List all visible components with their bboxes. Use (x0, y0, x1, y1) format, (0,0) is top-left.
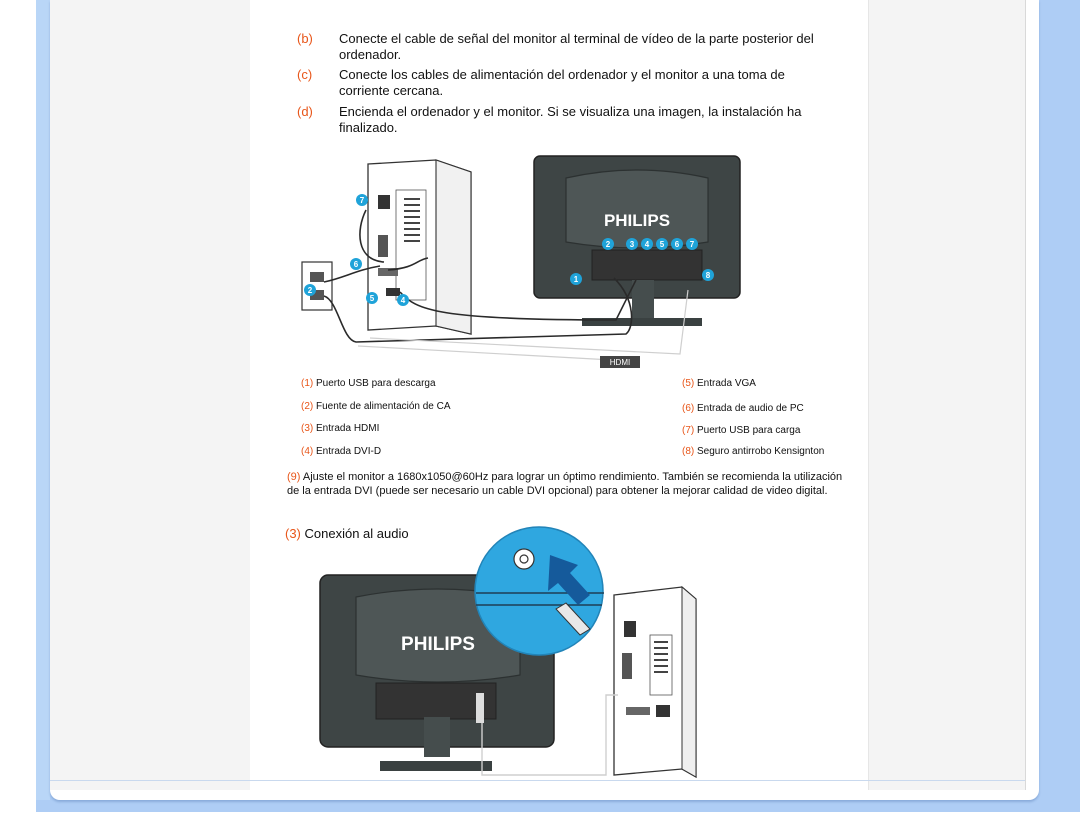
legend-number: (4) (301, 446, 314, 457)
audio-connection-diagram: PHILIPS (319, 526, 697, 779)
legend-number: (6) (682, 403, 695, 414)
legend-text: Fuente de alimentación de CA (316, 401, 451, 412)
port-callouts: 7 6 2 5 4 1 2 3 4 5 6 7 8 (304, 194, 714, 306)
note-text: Ajuste el monitor a 1680x1050@60Hz para … (287, 471, 843, 497)
callout-label: 4 (401, 296, 406, 305)
callout-label: 3 (630, 240, 635, 249)
step-text: Conecte el cable de señal del monitor al… (339, 31, 814, 62)
callout-label: 7 (690, 240, 695, 249)
legend-number: (1) (301, 378, 314, 389)
legend-number: (2) (301, 401, 314, 412)
page-bottom-rule (50, 780, 1025, 781)
legend-item-7: (7) Puerto USB para carga (682, 425, 800, 436)
note-number: (9) (287, 471, 301, 483)
callout-5-monitor (656, 238, 668, 250)
callout-7-pc (356, 194, 368, 206)
callout-4-monitor (641, 238, 653, 250)
callout-label: 7 (360, 196, 365, 205)
step-text: Encienda el ordenador y el monitor. Si s… (339, 104, 802, 135)
callout-2-monitor (602, 238, 614, 250)
legend-text: Entrada de audio de PC (697, 403, 804, 414)
step-letter: (b) (297, 31, 313, 46)
callout-label: 2 (308, 286, 313, 295)
legend-item-4: (4) Entrada DVI-D (301, 446, 381, 457)
legend-item-6: (6) Entrada de audio de PC (682, 403, 804, 414)
callout-6-monitor (671, 238, 683, 250)
callout-label: 2 (606, 240, 611, 249)
legend-item-5: (5) Entrada VGA (682, 378, 756, 389)
callout-6-pc (350, 258, 362, 270)
legend-number: (7) (682, 425, 695, 436)
legend-item-2: (2) Fuente de alimentación de CA (301, 401, 451, 412)
legend-text: Entrada HDMI (316, 423, 380, 434)
callout-5-pc (366, 292, 378, 304)
philips-logo: PHILIPS (401, 634, 475, 655)
legend-number: (3) (301, 423, 314, 434)
section-heading-audio: (3) Conexión al audio (285, 526, 409, 541)
callout-label: 5 (660, 240, 665, 249)
section-title: Conexión al audio (300, 526, 409, 541)
right-column-edge (1025, 0, 1026, 790)
legend-text: Entrada VGA (697, 378, 756, 389)
pc-tower-illustration (613, 585, 697, 779)
callout-4-pc (397, 294, 409, 306)
legend-text: Puerto USB para descarga (316, 378, 436, 389)
step-letter: (d) (297, 104, 313, 119)
pc-tower-illustration (367, 159, 472, 335)
right-margin-column (868, 0, 1026, 790)
legend-item-1: (1) Puerto USB para descarga (301, 378, 436, 389)
callout-label: 1 (574, 275, 579, 284)
legend-item-8: (8) Seguro antirrobo Kensignton (682, 446, 824, 457)
step-text: Conecte los cables de alimentación del o… (339, 67, 785, 98)
hdmi-cable-tag (600, 356, 640, 368)
philips-logo: PHILIPS (604, 211, 670, 230)
left-margin-column (50, 0, 250, 790)
legend-number: (8) (682, 446, 695, 457)
callout-label: 8 (706, 271, 711, 280)
legend-text: Seguro antirrobo Kensignton (697, 446, 825, 457)
callout-label: 6 (675, 240, 680, 249)
section-number: (3) (285, 526, 301, 541)
callout-label: 5 (370, 294, 375, 303)
legend-text: Puerto USB para carga (697, 425, 801, 436)
resolution-note: (9) Ajuste el monitor a 1680x1050@60Hz p… (287, 471, 857, 498)
callout-label: 6 (354, 260, 359, 269)
zoom-inset (474, 526, 604, 656)
callout-7-monitor (686, 238, 698, 250)
monitor-back-illustration: PHILIPS (533, 155, 741, 326)
frame-left-strip (36, 0, 50, 800)
hdmi-label: HDMI (610, 358, 630, 367)
legend-text: Entrada DVI-D (316, 446, 382, 457)
legend-item-3: (3) Entrada HDMI (301, 423, 379, 434)
callout-2-outlet (304, 284, 316, 296)
connection-diagram: PHILIPS HDMI 7 6 2 5 4 1 2 3 4 (301, 155, 741, 368)
step-letter: (c) (297, 67, 313, 82)
callout-8-monitor (702, 269, 714, 281)
callout-3-monitor (626, 238, 638, 250)
callout-1-monitor (570, 273, 582, 285)
callout-label: 4 (645, 240, 650, 249)
cable-outlines (357, 289, 689, 361)
legend-number: (5) (682, 378, 695, 389)
audio-cable (481, 694, 618, 776)
